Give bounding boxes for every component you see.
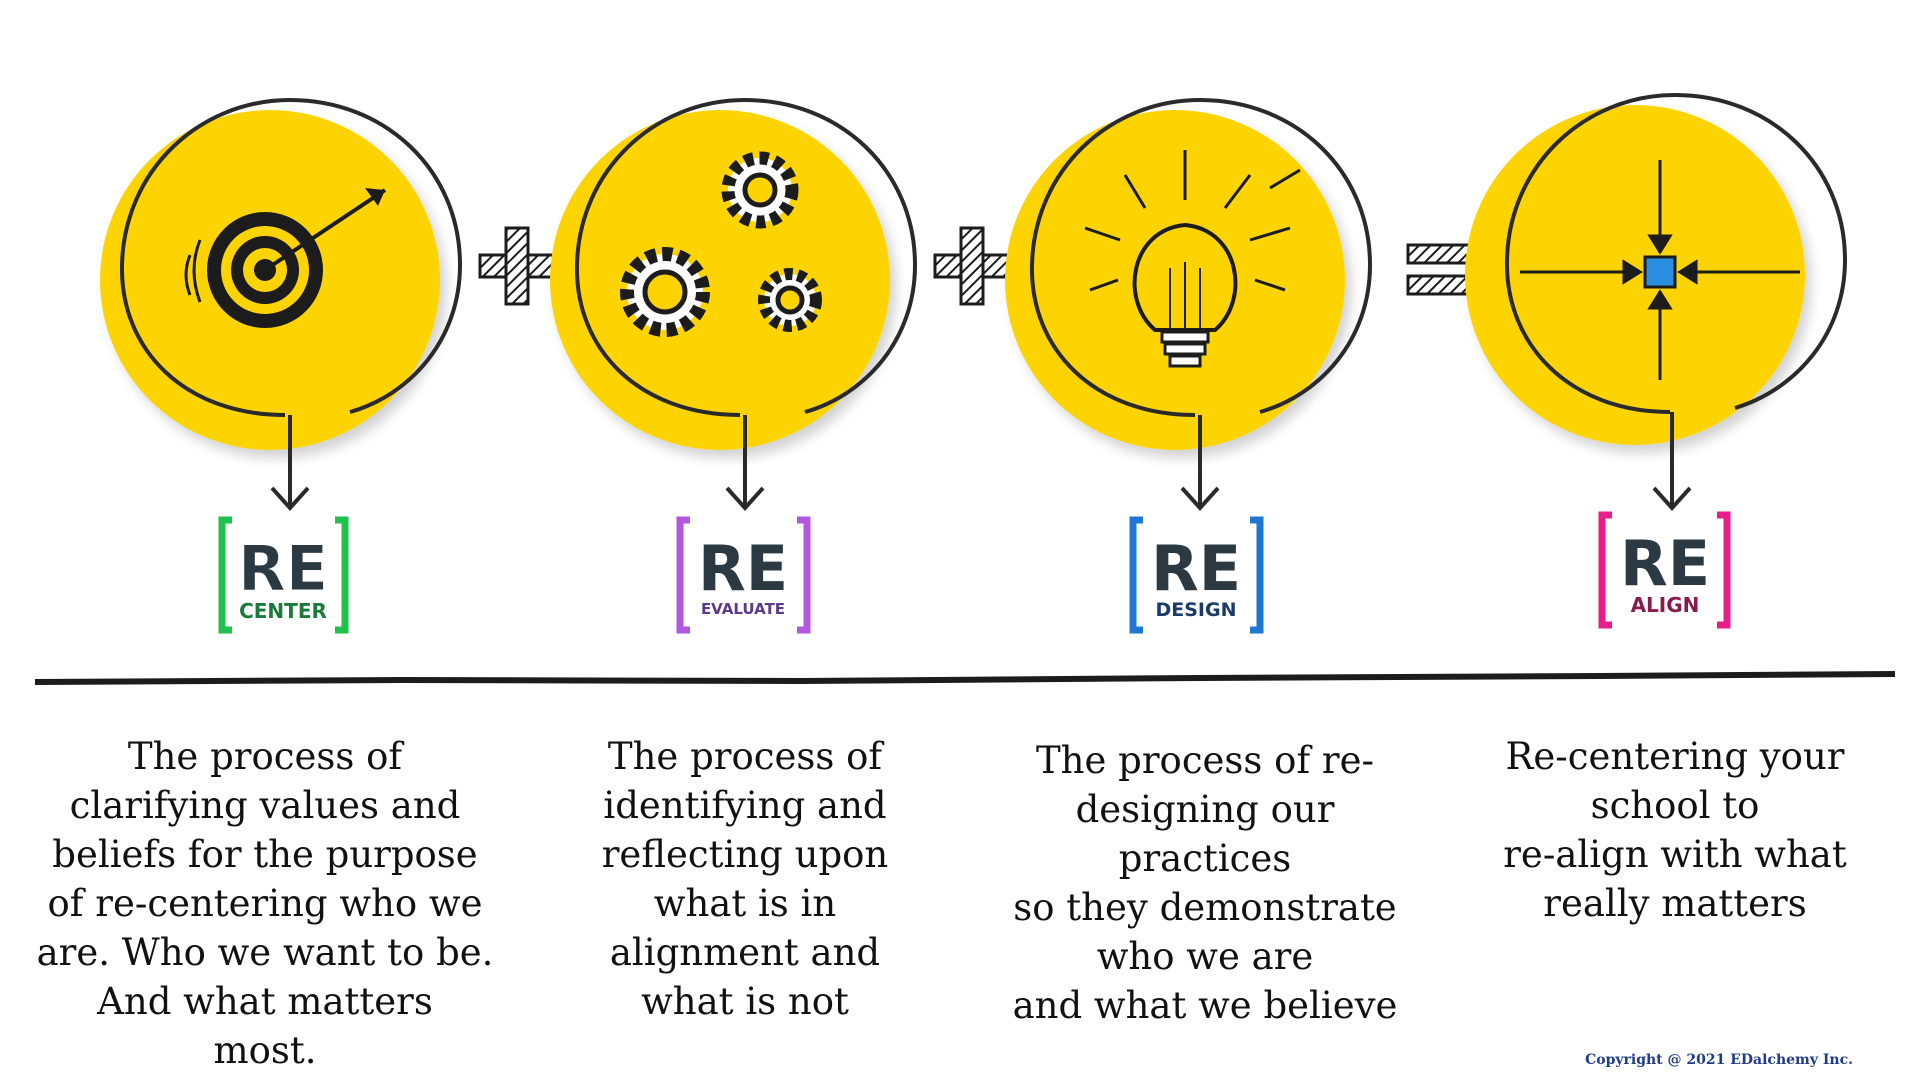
logo-redesign: RE DESIGN xyxy=(1129,516,1264,634)
description-realign: Re-centering your school to re-align wit… xyxy=(1440,732,1910,928)
step-recenter: RE CENTER xyxy=(100,97,463,634)
logo-recenter: RE CENTER xyxy=(218,516,349,634)
description-line: identifying and xyxy=(603,784,887,827)
description-line: so they demonstrate xyxy=(1013,886,1397,929)
description-line: practices xyxy=(1118,837,1292,880)
target-arrow-icon xyxy=(184,188,387,328)
description-line: alignment and xyxy=(609,931,881,974)
description-line: who we are xyxy=(1096,935,1314,978)
description-line: really matters xyxy=(1543,882,1807,925)
description-line: The process of xyxy=(127,735,403,778)
description-line: reflecting upon xyxy=(601,833,889,876)
description-line: school to xyxy=(1590,784,1760,827)
description-line: Re-centering your xyxy=(1505,735,1845,778)
logo-sub: DESIGN xyxy=(1155,599,1236,621)
description-line: beliefs for the purpose xyxy=(52,833,478,876)
swirl-outline xyxy=(119,97,463,417)
logo-sub: EVALUATE xyxy=(701,600,785,618)
gears-icon xyxy=(620,151,822,337)
divider-line xyxy=(34,671,1896,685)
plus-icon xyxy=(478,226,557,306)
description-recenter: The process of clarifying values and bel… xyxy=(30,732,500,1075)
logo-sub: CENTER xyxy=(239,599,327,623)
description-redesign: The process of re- designing our practic… xyxy=(970,736,1440,1030)
logo-realign: RE ALIGN xyxy=(1598,511,1731,629)
step-redesign: RE DESIGN xyxy=(1005,97,1373,634)
swirl-outline xyxy=(1029,97,1373,417)
converging-arrows-icon xyxy=(1520,160,1800,380)
logo-main: RE xyxy=(1620,527,1710,600)
logo-main: RE xyxy=(238,532,328,605)
description-line: designing our xyxy=(1075,788,1335,831)
down-arrow-icon xyxy=(725,415,765,511)
logo-sub: ALIGN xyxy=(1631,593,1700,617)
step-reevaluate: RE EVALUATE xyxy=(550,97,918,634)
description-reevaluate: The process of identifying and reflectin… xyxy=(510,732,980,1026)
down-arrow-icon xyxy=(1180,415,1220,511)
logo-main: RE xyxy=(698,532,788,605)
down-arrow-icon xyxy=(270,415,310,511)
swirl-outline xyxy=(574,97,918,417)
copyright-notice: Copyright @ 2021 EDalchemy Inc. xyxy=(1585,1052,1853,1068)
yellow-circle xyxy=(550,110,890,450)
description-line: re-align with what xyxy=(1503,833,1847,876)
description-line: of re-centering who we xyxy=(47,882,483,925)
description-line: what is not xyxy=(641,980,849,1023)
logo-reevaluate: RE EVALUATE xyxy=(676,516,811,634)
description-line: are. Who we want to be. xyxy=(36,931,494,974)
logo-main: RE xyxy=(1151,532,1241,605)
description-line: and what we believe xyxy=(1012,984,1398,1027)
description-line: And what matters xyxy=(97,980,433,1023)
lightbulb-icon xyxy=(1084,150,1301,368)
step-realign: RE ALIGN xyxy=(1465,92,1848,629)
description-line: The process of xyxy=(607,735,883,778)
equals-icon xyxy=(1406,243,1484,296)
swirl-outline xyxy=(1504,92,1848,414)
plus-icon xyxy=(933,226,1012,306)
description-line: most. xyxy=(213,1029,317,1072)
description-line: The process of re- xyxy=(1036,739,1374,782)
down-arrow-icon xyxy=(1652,412,1692,511)
description-line: what is in xyxy=(653,882,837,925)
description-line: clarifying values and xyxy=(69,784,461,827)
